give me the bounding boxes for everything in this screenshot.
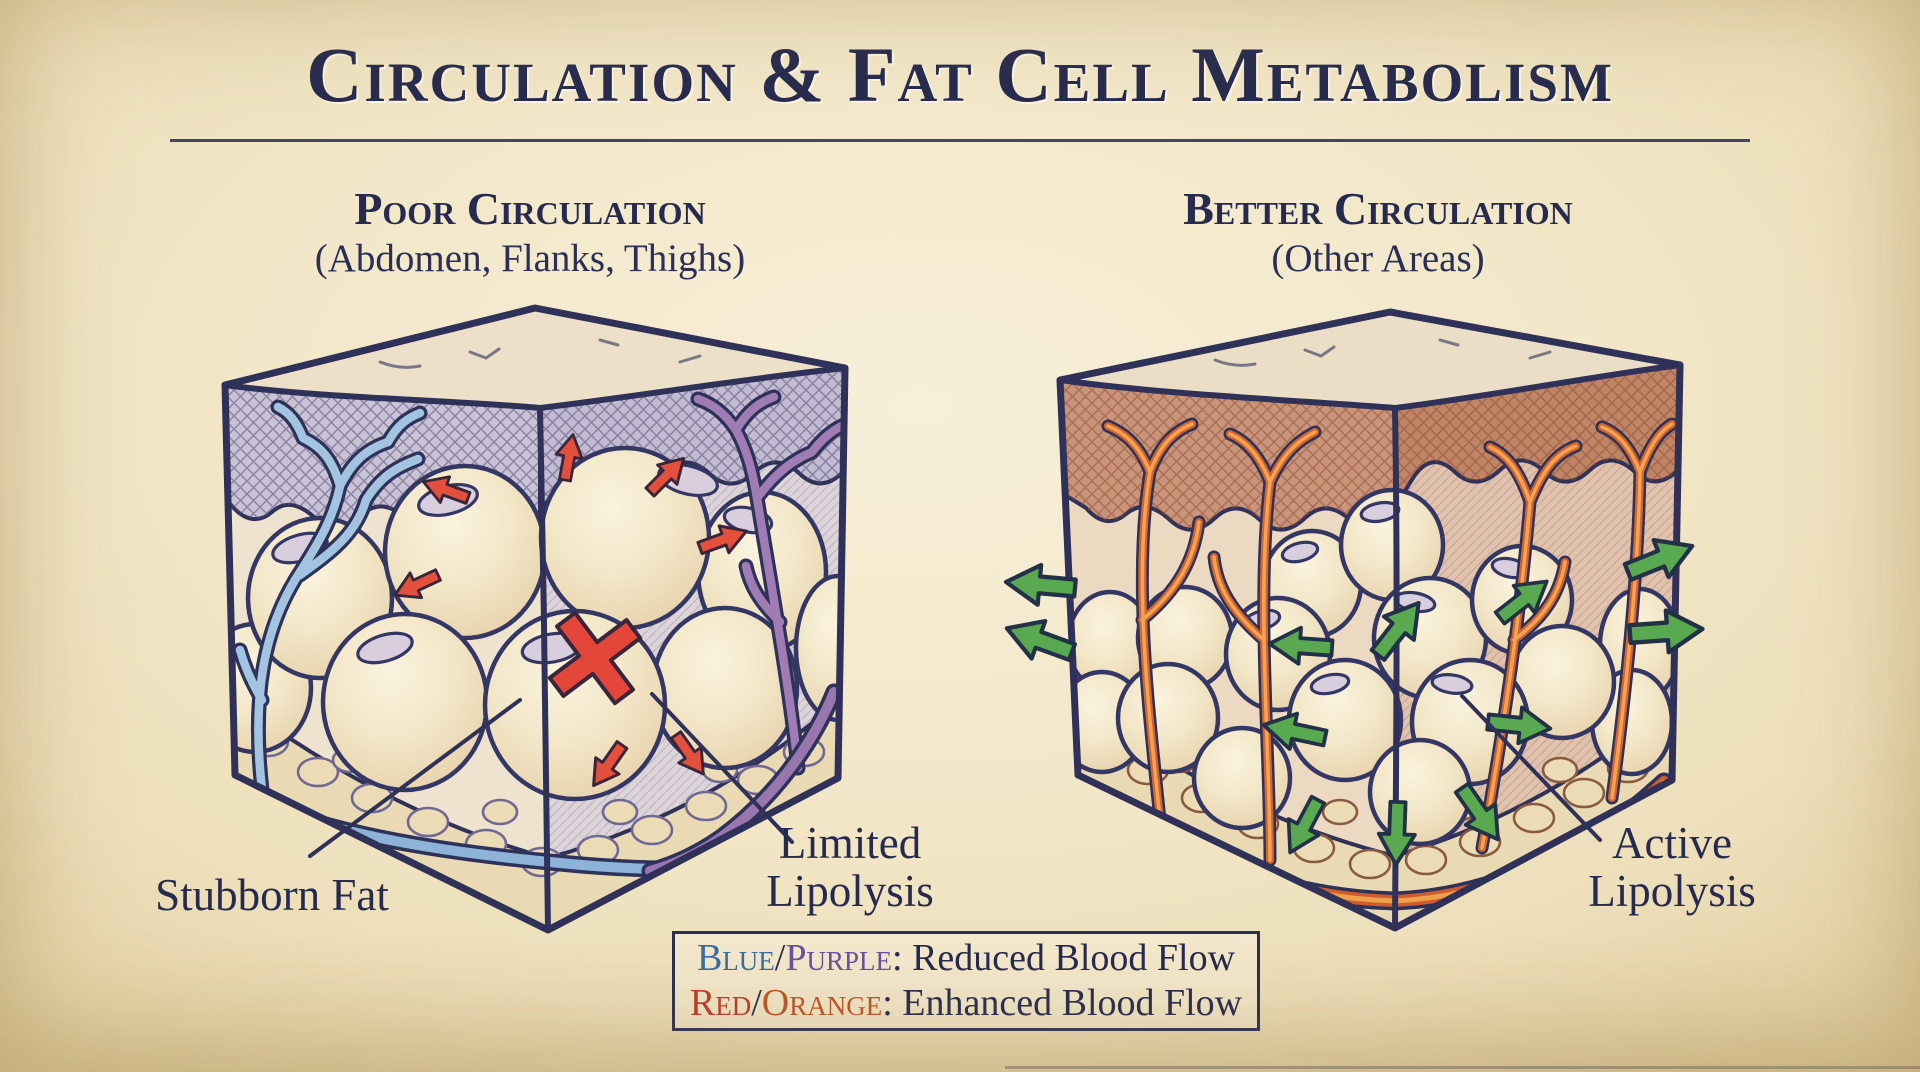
- poor-circulation-subheading: (Abdomen, Flanks, Thighs): [314, 236, 746, 280]
- green-arrow-icon: [1000, 610, 1079, 671]
- legend-term-purple: Purple: [785, 937, 892, 979]
- legend-desc-reduced: Reduced Blood Flow: [902, 937, 1236, 979]
- better-circulation-header: Better Circulation (Other Areas): [1028, 184, 1728, 280]
- legend-row-reduced: Blue/Purple: Reduced Blood Flow: [696, 937, 1236, 979]
- page-title: Circulation & Fat Cell Metabolism: [306, 31, 1614, 118]
- limited-lipolysis-label: Limited Lipolysis: [766, 818, 934, 916]
- red-cross-icon: [547, 610, 643, 706]
- bottom-edge-line: [1005, 1066, 1920, 1069]
- stubborn-fat-pointer: [308, 698, 522, 858]
- better-circulation-diagram: [1000, 308, 1704, 932]
- active-lipolysis-label: Active Lipolysis: [1588, 818, 1756, 916]
- poor-circulation-diagram: [221, 304, 849, 934]
- poor-circulation-header: Poor Circulation (Abdomen, Flanks, Thigh…: [180, 184, 880, 280]
- top-face: [225, 308, 845, 408]
- legend-term-blue: Blue: [696, 937, 775, 979]
- legend-term-orange: Orange: [761, 982, 883, 1024]
- cube-outline: [1056, 308, 1684, 932]
- legend-row-enhanced: Red/Orange: Enhanced Blood Flow: [689, 982, 1243, 1024]
- legend-term-red: Red: [689, 982, 752, 1024]
- top-face: [1060, 312, 1680, 408]
- stubborn-fat-label: Stubborn Fat: [155, 870, 389, 920]
- legend-desc-enhanced: Enhanced Blood Flow: [892, 982, 1243, 1024]
- cube-outline: [221, 304, 849, 934]
- poor-circulation-heading: Poor Circulation: [354, 183, 706, 234]
- better-circulation-heading: Better Circulation: [1183, 183, 1573, 234]
- better-circulation-subheading: (Other Areas): [1271, 236, 1485, 280]
- pointer-lines: [308, 692, 1602, 858]
- limited-lipolysis-pointer: [650, 692, 794, 844]
- title-divider: [170, 139, 1750, 142]
- active-lipolysis-pointer: [1460, 694, 1602, 842]
- legend-box: Blue/Purple: Reduced Blood Flow Red/Oran…: [672, 931, 1260, 1031]
